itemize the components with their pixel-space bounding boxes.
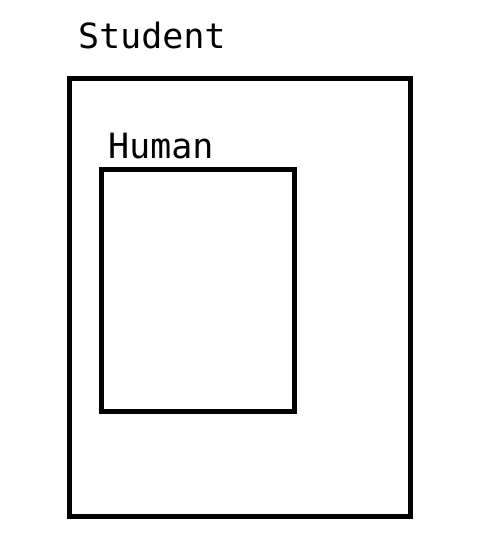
outer-set-label: Student xyxy=(78,17,226,57)
inner-set-label: Human xyxy=(108,127,214,167)
inner-set-box xyxy=(99,167,297,414)
outer-set-box xyxy=(67,76,413,519)
